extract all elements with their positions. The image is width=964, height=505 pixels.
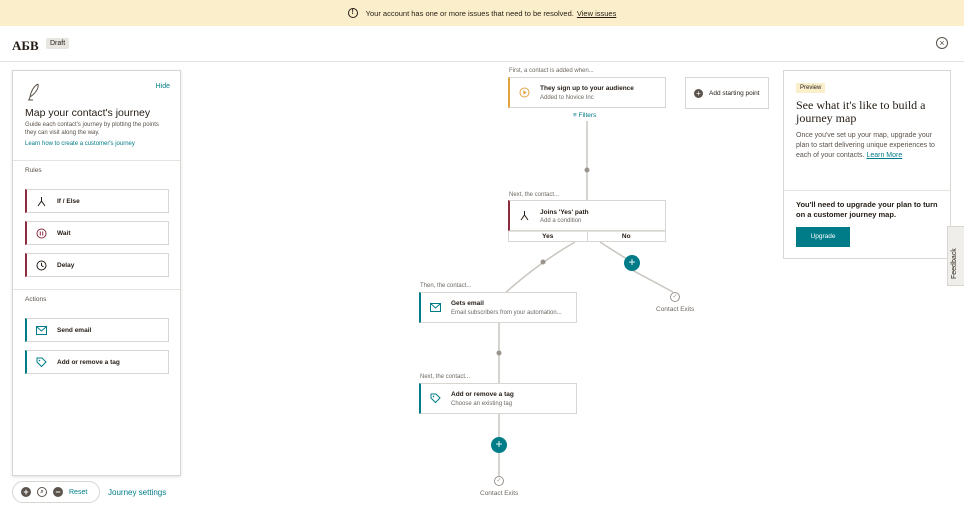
contact-exits-label: Contact Exits [656,306,695,313]
rule-label: If / Else [57,197,80,205]
node-subtitle: Email subscribers from your automation..… [451,310,562,316]
actions-heading: Actions [13,289,180,309]
no-branch-label[interactable]: No [621,233,631,240]
condition-node[interactable]: Joins 'Yes' path Add a condition [508,200,666,231]
journey-builder-sidebar: Hide Map your contact's journey Guide ea… [12,70,181,476]
check-icon: ✓ [494,476,504,486]
node-title: Add or remove a tag [451,391,514,398]
zoom-toolbar: + ⌕ − Reset [12,481,100,503]
feedback-label: Feedback [951,248,958,279]
rule-label: Wait [57,229,71,237]
add-starting-point-label: Add starting point [709,89,760,97]
rule-wait[interactable]: Wait [25,221,169,245]
feedback-tab[interactable]: Feedback [947,226,964,286]
email-node[interactable]: Gets email Email subscribers from your a… [419,292,577,323]
contact-exits-label: Contact Exits [480,490,519,497]
preview-divider [784,190,950,191]
next-label: Next, the contact... [420,374,471,380]
rule-label: Delay [57,261,75,269]
learn-journey-link[interactable]: Learn how to create a customer's journey [25,141,135,147]
next-label: Next, the contact... [509,192,560,198]
pause-icon [35,227,47,239]
filters-link[interactable]: ≡ Filters [573,112,597,119]
clock-icon [35,259,47,271]
tag-icon [35,356,47,368]
zoom-out-icon[interactable]: − [53,487,63,497]
rules-heading: Rules [13,160,180,180]
yes-branch-label[interactable]: Yes [509,232,588,241]
starting-point-node[interactable]: They sign up to your audience Added to N… [508,77,666,108]
zoom-in-icon[interactable]: + [21,487,31,497]
action-add-remove-tag[interactable]: Add or remove a tag [25,350,169,374]
split-icon [518,210,530,222]
split-icon [35,195,47,207]
add-step-button[interactable]: + [491,437,507,453]
node-subtitle: Add a condition [540,218,582,224]
preview-panel: Preview See what it's like to build a jo… [783,70,951,259]
learn-more-link[interactable]: Learn More [866,152,903,159]
action-send-email[interactable]: Send email [25,318,169,342]
sidebar-description: Guide each contact's journey by plotting… [25,122,159,136]
tag-icon [429,393,441,405]
action-label: Send email [57,326,92,334]
upgrade-button[interactable]: Upgrade [796,227,850,247]
preview-description-text: Once you've set up your map, upgrade you… [796,132,935,159]
quill-icon [28,83,39,101]
node-title: Gets email [451,300,484,307]
status-badge: Draft [46,38,70,49]
journey-settings-link[interactable]: Journey settings [108,488,167,497]
hide-sidebar-button[interactable]: Hide [155,83,170,90]
then-label: Then, the contact... [420,283,472,289]
node-title: They sign up to your audience [540,85,634,92]
envelope-icon [429,302,441,314]
action-label: Add or remove a tag [57,358,120,366]
zoom-fit-icon[interactable]: ⌕ [37,487,47,497]
add-step-button[interactable]: + [624,255,640,271]
check-icon: ✓ [670,292,680,302]
close-icon[interactable]: × [936,37,948,49]
journey-title[interactable]: АБВ [12,38,39,53]
banner-message: Your account has one or more issues that… [365,8,574,18]
node-title: Joins 'Yes' path [540,209,589,216]
add-starting-point-button[interactable]: + Add starting point [685,77,769,109]
sidebar-title: Map your contact's journey [25,107,151,119]
rule-delay[interactable]: Delay [25,253,169,277]
account-issues-banner: ! Your account has one or more issues th… [0,0,964,26]
condition-branches: Yes No [508,231,666,242]
rule-if-else[interactable]: If / Else [25,189,169,213]
preview-description: Once you've set up your map, upgrade you… [796,131,944,161]
tag-node[interactable]: Add or remove a tag Choose an existing t… [419,383,577,414]
preview-tag: Preview [796,83,826,93]
node-subtitle: Choose an existing tag [451,401,513,407]
view-issues-link[interactable]: View issues [576,8,617,18]
page-header: АБВ Draft × [0,26,964,62]
plus-icon: + [694,88,703,98]
node-subtitle: Added to Novice Inc [540,95,594,101]
start-label: First, a contact is added when... [509,68,594,74]
upgrade-title: You'll need to upgrade your plan to turn… [796,200,938,219]
play-icon [518,87,530,99]
warning-icon: ! [347,8,358,18]
filters-label: Filters [578,112,597,119]
reset-button[interactable]: Reset [69,488,88,496]
preview-title: See what it's like to build a journey ma… [796,98,926,125]
envelope-icon [35,324,47,336]
